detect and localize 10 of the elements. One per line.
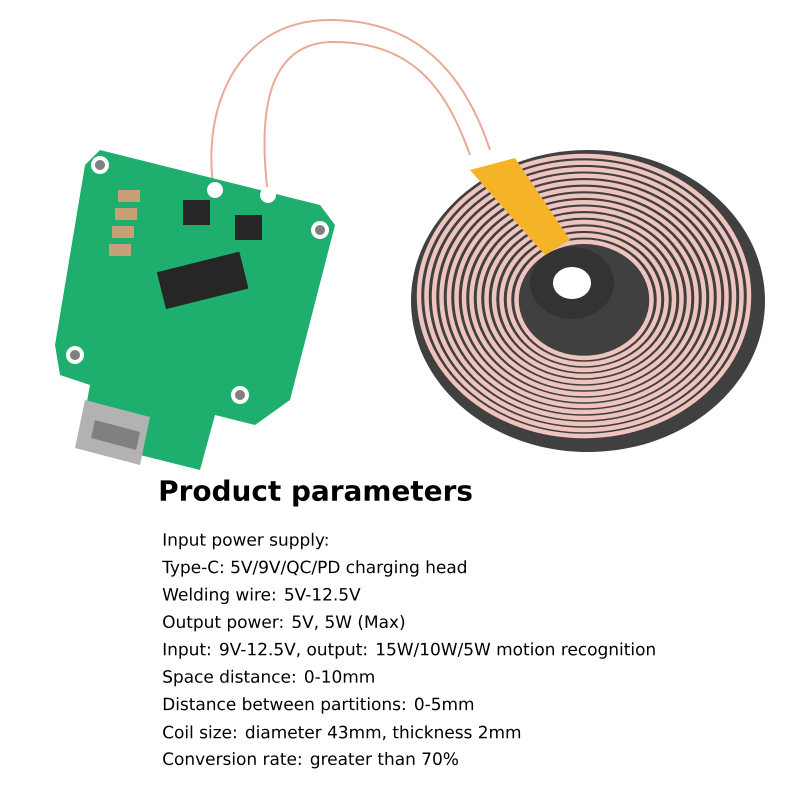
parameter-line: Welding wire: 5V-12.5V — [162, 588, 361, 604]
heading: Product parameters — [160, 480, 472, 506]
parameter-line: Input: 9V-12.5V, output: 15W/10W/5W motion recognition — [164, 642, 655, 659]
parameter-line: Input power supply: — [164, 532, 328, 550]
parameter-line: Conversion rate: greater than 70% — [163, 752, 458, 768]
parameter-line: Coil size: diameter 43mm, thickness 2mm — [163, 725, 520, 740]
parameter-line: Type-C: 5V/9V/QC/PD charging head — [162, 560, 466, 577]
parameter-line: Distance between partitions: 0-5mm — [164, 697, 474, 714]
parameter-line: Output power: 5V, 5W (Max) — [163, 615, 404, 632]
parameter-line: Space distance: 0-10mm — [163, 670, 374, 686]
